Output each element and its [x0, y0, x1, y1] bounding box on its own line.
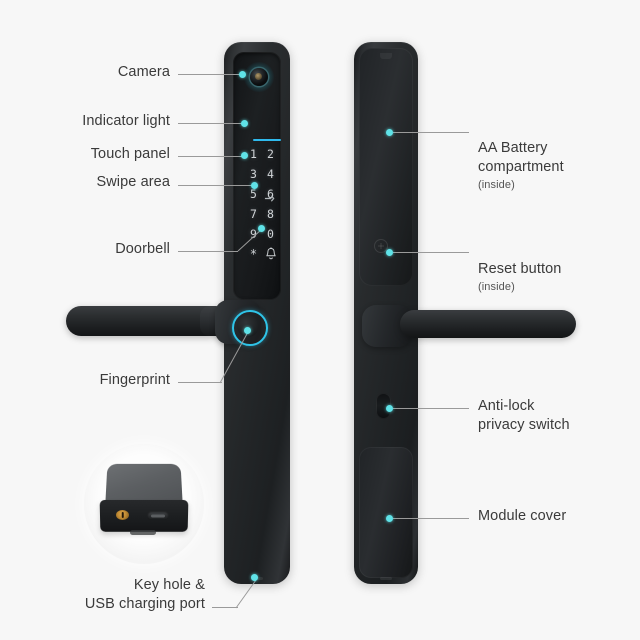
callout-label-aa-battery-text: AA Battery compartment [478, 140, 564, 176]
dot-keyhole-usb [251, 574, 258, 581]
fingerprint-sensor[interactable] [237, 315, 259, 337]
dot-fingerprint [244, 327, 251, 334]
usb-c-port-icon[interactable] [146, 511, 170, 520]
callout-label-swipe-area: Swipe area [96, 174, 170, 190]
callout-label-module-cover: Module cover [478, 508, 567, 524]
inset-bottom-face [99, 499, 189, 532]
dot-module-cover [386, 515, 393, 522]
dot-camera [239, 71, 246, 78]
keyhole-icon[interactable] [115, 510, 130, 520]
leader-doorbell-angled [237, 228, 263, 252]
keyhole-usb-inset [84, 444, 204, 564]
callout-sublabel-aa-battery: (inside) [478, 179, 515, 192]
callout-label-aa-battery: AA Battery compartment (inside) [478, 120, 628, 212]
leader-camera [178, 74, 240, 75]
key-8[interactable]: 8 [267, 207, 274, 221]
leader-keyhole-usb-angled [235, 579, 257, 609]
indicator-light-bar [253, 139, 281, 141]
leader-doorbell [178, 251, 238, 252]
key-5[interactable]: 5 [250, 187, 257, 201]
key-3[interactable]: 3 [250, 167, 257, 181]
callout-label-reset-button: Reset button (inside) [478, 241, 628, 314]
callout-label-indicator-light: Indicator light [82, 113, 170, 129]
callout-label-reset-button-text: Reset button [478, 261, 562, 278]
key-asterisk[interactable]: * [249, 247, 258, 261]
callout-label-doorbell: Doorbell [115, 241, 170, 257]
dot-indicator-light [241, 120, 248, 127]
keypad[interactable]: 1 2 3 4 5 6 7 8 9 0 * [245, 148, 279, 262]
leader-module-cover [393, 518, 469, 519]
key-6[interactable]: 6 [267, 187, 274, 201]
camera-pupil-icon [255, 73, 262, 80]
swipe-hand-icon [263, 191, 276, 209]
keypad-screen-window[interactable]: 1 2 3 4 5 6 7 8 9 0 * [233, 52, 281, 300]
leader-aa-battery [393, 132, 469, 133]
key-2[interactable]: 2 [267, 147, 274, 161]
key-9[interactable]: 9 [250, 227, 257, 241]
key-7[interactable]: 7 [250, 207, 257, 221]
front-door-handle[interactable] [66, 306, 226, 336]
callout-label-fingerprint: Fingerprint [99, 372, 170, 388]
key-1[interactable]: 1 [250, 147, 257, 161]
callout-sublabel-reset-button: (inside) [478, 281, 515, 294]
leader-reset-button [393, 252, 469, 253]
key-0[interactable]: 0 [267, 227, 274, 241]
key-4[interactable]: 4 [267, 167, 274, 181]
callout-label-touch-panel: Touch panel [90, 146, 170, 162]
fingerprint-ring-icon [232, 310, 268, 346]
dot-touch-panel [241, 152, 248, 159]
back-door-handle[interactable] [400, 310, 576, 338]
dot-anti-lock [386, 405, 393, 412]
callout-label-keyhole-usb: Key hole & USB charging port [84, 577, 205, 613]
module-cover-panel[interactable] [359, 447, 413, 578]
battery-cover-notch [380, 53, 392, 59]
dot-reset-button [386, 249, 393, 256]
callout-label-camera: Camera [117, 64, 170, 80]
dot-aa-battery [386, 129, 393, 136]
reset-pinhole-icon[interactable] [374, 239, 388, 253]
dot-doorbell [258, 225, 265, 232]
doorbell-button[interactable] [262, 247, 279, 262]
front-panel-body: 1 2 3 4 5 6 7 8 9 0 * [224, 42, 290, 584]
privacy-switch-slot[interactable] [376, 393, 391, 419]
callout-label-anti-lock: Anti-lock privacy switch [478, 398, 570, 434]
inset-shadow-foot [130, 530, 156, 535]
leader-indicator-light [178, 123, 242, 124]
leader-touch-panel [178, 156, 242, 157]
bell-icon [263, 247, 278, 267]
leader-fingerprint [178, 382, 222, 383]
dot-swipe-area [251, 182, 258, 189]
leader-anti-lock [393, 408, 469, 409]
back-bottom-notch [380, 577, 392, 580]
leader-swipe-area [178, 185, 252, 186]
leader-keyhole-usb [212, 607, 238, 608]
leader-fingerprint-angled [219, 331, 249, 384]
